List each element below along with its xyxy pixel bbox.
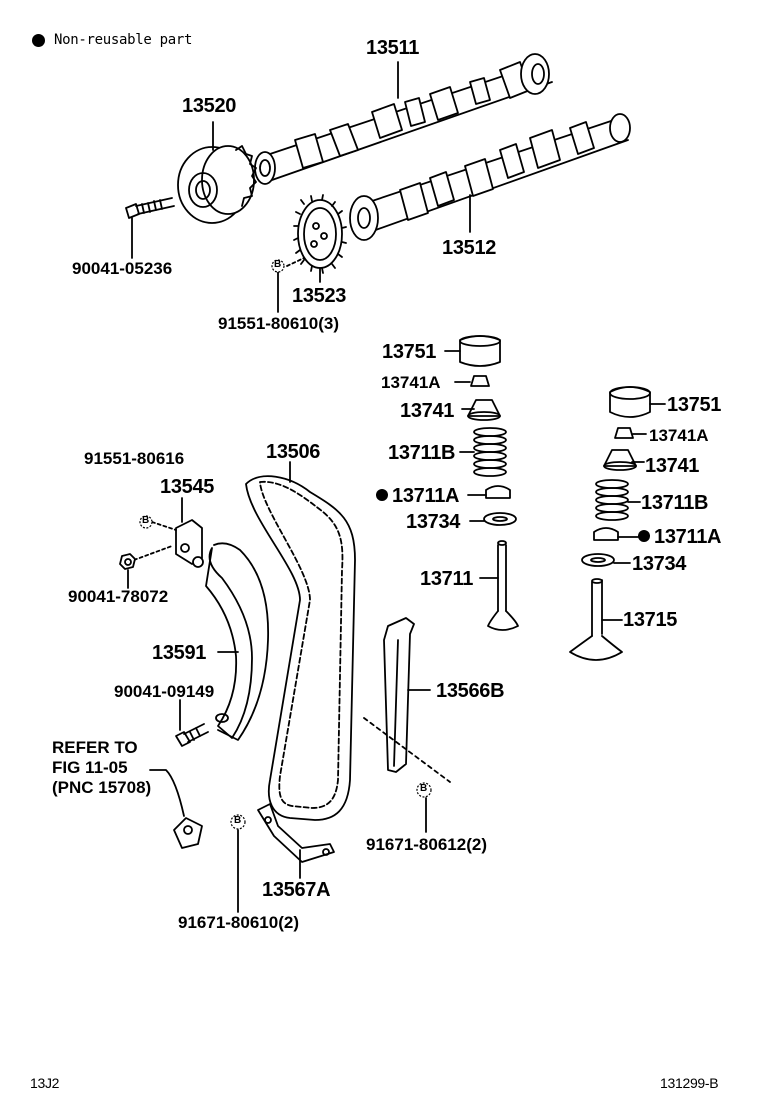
label-90041-05236: 90041-05236 [72, 259, 173, 278]
label-13567A: 13567A [262, 879, 331, 901]
label-90041-09149: 90041-09149 [114, 682, 215, 701]
timing-chain-13506 [245, 461, 356, 821]
label-13711: 13711 [420, 568, 474, 590]
camshaft-13511 [254, 53, 553, 185]
camshaft-13512 [349, 113, 631, 241]
label-13523: 13523 [292, 285, 347, 307]
label-13751-right: 13751 [667, 394, 722, 416]
label-13734-left: 13734 [406, 511, 461, 533]
non-reusable-bullet-icon [32, 34, 45, 47]
guide-13567A [237, 803, 335, 913]
label-90041-78072: 90041-78072 [68, 587, 169, 606]
nut-90041-78072 [119, 553, 136, 589]
label-13751-left: 13751 [382, 341, 437, 363]
label-13520: 13520 [182, 95, 237, 117]
bracket-13545 [133, 497, 204, 568]
vvt-gear-13520 [177, 121, 257, 224]
label-13711A-right: 13711A [638, 527, 721, 547]
non-reusable-bullet-icon [638, 529, 650, 542]
label-13511: 13511 [366, 37, 420, 59]
label-91551-80616: 91551-80616 [84, 449, 185, 468]
label-13734-right: 13734 [632, 553, 687, 575]
label-13506: 13506 [266, 441, 321, 463]
footer-left-code: 13J2 [30, 1075, 60, 1091]
label-13512: 13512 [442, 237, 497, 259]
label-13711A-left-text: 13711A [392, 485, 460, 507]
bolt-mark-b1: B [274, 259, 281, 270]
chain-guide-13566B [363, 617, 451, 833]
valve-stack-left [444, 335, 519, 631]
label-13711A-left: 13711A [376, 486, 459, 506]
bolt-mark-b3: B [420, 783, 427, 794]
bolt-90041-05236 [125, 197, 175, 259]
refer-line-3: (PNC 15708) [52, 778, 152, 797]
legend-text: Non-reusable part [54, 32, 193, 48]
bolt-mark-icons [139, 259, 432, 830]
sprocket-13523 [277, 194, 347, 313]
refer-line-1: REFER TO [52, 738, 138, 757]
bolt-mark-b4: B [234, 815, 241, 826]
label-13545: 13545 [160, 476, 215, 498]
label-13566B: 13566B [436, 680, 505, 702]
label-13715: 13715 [623, 609, 678, 631]
label-13711A-right-text: 13711A [654, 526, 722, 548]
tensioner-arm-13591 [205, 542, 269, 741]
label-13591: 13591 [152, 642, 207, 664]
crank-sensor-ref [149, 769, 203, 849]
label-91671-80612: 91671-80612(2) [366, 835, 487, 854]
refer-line-2: FIG 11-05 [52, 758, 128, 777]
label-13741A-left: 13741A [381, 373, 441, 392]
valve-stack-right [569, 386, 666, 661]
label-13711B-right: 13711B [641, 492, 709, 514]
bolt-mark-b2: B [142, 515, 149, 526]
label-13741-left: 13741 [400, 400, 455, 422]
label-91671-80610: 91671-80610(2) [178, 913, 299, 932]
footer-right-code: 131299-B [660, 1075, 719, 1091]
non-reusable-bullet-icon [376, 488, 388, 501]
label-13741-right: 13741 [645, 455, 700, 477]
label-13711B-left: 13711B [388, 442, 456, 464]
bolt-90041-09149 [175, 699, 229, 747]
label-91551-80610: 91551-80610(3) [218, 314, 339, 333]
label-13741A-right: 13741A [649, 426, 709, 445]
